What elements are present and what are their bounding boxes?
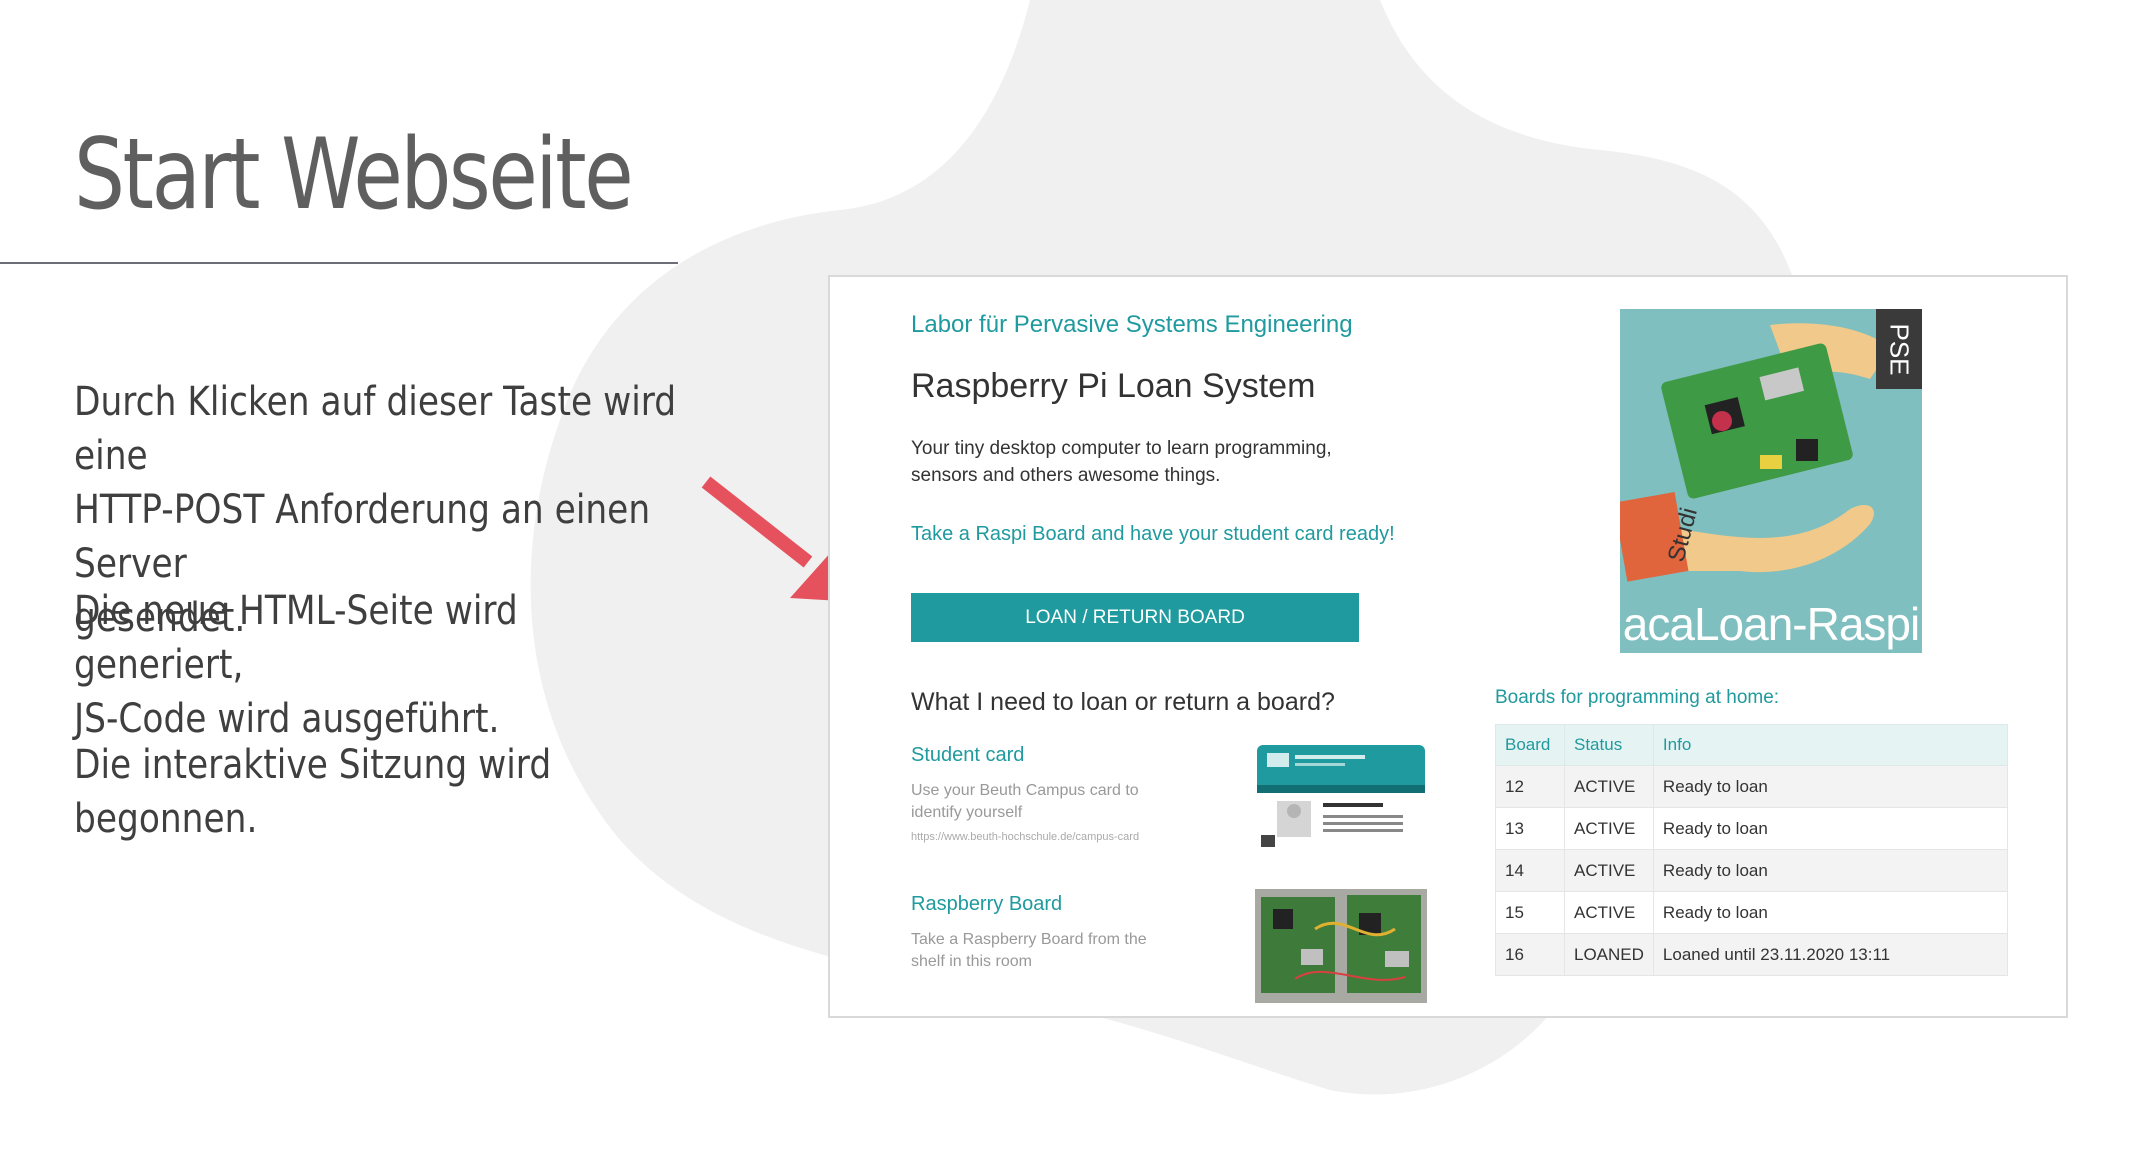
boards-table: Board Status Info 12 ACTIVE Ready to loa… [1495, 724, 2009, 976]
column-header-info: Info [1652, 724, 2009, 766]
table-row: 16 LOANED Loaned until 23.11.2020 13:11 [1495, 933, 2009, 976]
board-cell: 13 [1495, 807, 1565, 850]
raspberry-board-description: Take a Raspberry Board from the shelf in… [911, 931, 1147, 970]
student-card-image [1257, 745, 1425, 851]
acaloan-raspi-logo: PSE Studi acaLoan-Raspi [1620, 309, 1922, 653]
status-cell: ACTIVE [1564, 849, 1654, 892]
slide-title: Start Webseite [74, 118, 634, 232]
table-row: 15 ACTIVE Ready to loan [1495, 891, 2009, 934]
column-header-status: Status [1564, 724, 1654, 766]
description-paragraph-1: Durch Klicken auf dieser Taste wird eine… [74, 379, 677, 641]
description-paragraph-3: Die interaktive Sitzung wird begonnen. [74, 742, 552, 842]
raspberry-board-title: Raspberry Board [911, 893, 1063, 915]
title-divider [0, 262, 678, 264]
table-header-row: Board Status Info [1495, 724, 2009, 766]
info-cell: Ready to loan [1652, 849, 2009, 892]
table-row: 12 ACTIVE Ready to loan [1495, 765, 2009, 808]
board-cell: 14 [1495, 849, 1565, 892]
raspberry-board-image [1255, 889, 1427, 1003]
intro-text: Your tiny desktop computer to learn prog… [911, 438, 1332, 486]
board-cell: 16 [1495, 933, 1565, 976]
boards-table-title: Boards for programming at home: [1495, 687, 1780, 708]
student-card-title: Student card [911, 744, 1025, 766]
status-cell: ACTIVE [1564, 765, 1654, 808]
webpage-screenshot: Labor für Pervasive Systems Engineering … [828, 275, 2068, 1018]
student-card-description: Use your Beuth Campus card to identify y… [911, 782, 1139, 821]
status-cell: ACTIVE [1564, 891, 1654, 934]
info-cell: Ready to loan [1652, 765, 2009, 808]
campus-card-link[interactable]: https://www.beuth-hochschule.de/campus-c… [911, 831, 1140, 843]
column-header-board: Board [1495, 724, 1565, 766]
info-cell: Ready to loan [1652, 891, 2009, 934]
page-title: Raspberry Pi Loan System [911, 367, 1316, 405]
call-to-action-text: Take a Raspi Board and have your student… [911, 523, 1395, 545]
table-row: 13 ACTIVE Ready to loan [1495, 807, 2009, 850]
lab-name: Labor für Pervasive Systems Engineering [911, 311, 1353, 338]
pse-tag: PSE [1876, 309, 1922, 389]
requirements-heading: What I need to loan or return a board? [911, 688, 1335, 716]
table-row: 14 ACTIVE Ready to loan [1495, 849, 2009, 892]
board-cell: 15 [1495, 891, 1565, 934]
info-cell: Loaned until 23.11.2020 13:11 [1652, 933, 2009, 976]
logo-wordmark: acaLoan-Raspi [1622, 598, 1920, 650]
status-cell: ACTIVE [1564, 807, 1654, 850]
status-cell: LOANED [1564, 933, 1654, 976]
board-cell: 12 [1495, 765, 1565, 808]
description-paragraph-2: Die neue HTML-Seite wird generiert, JS-C… [74, 588, 518, 742]
loan-return-board-button[interactable]: LOAN / RETURN BOARD [911, 593, 1359, 642]
info-cell: Ready to loan [1652, 807, 2009, 850]
